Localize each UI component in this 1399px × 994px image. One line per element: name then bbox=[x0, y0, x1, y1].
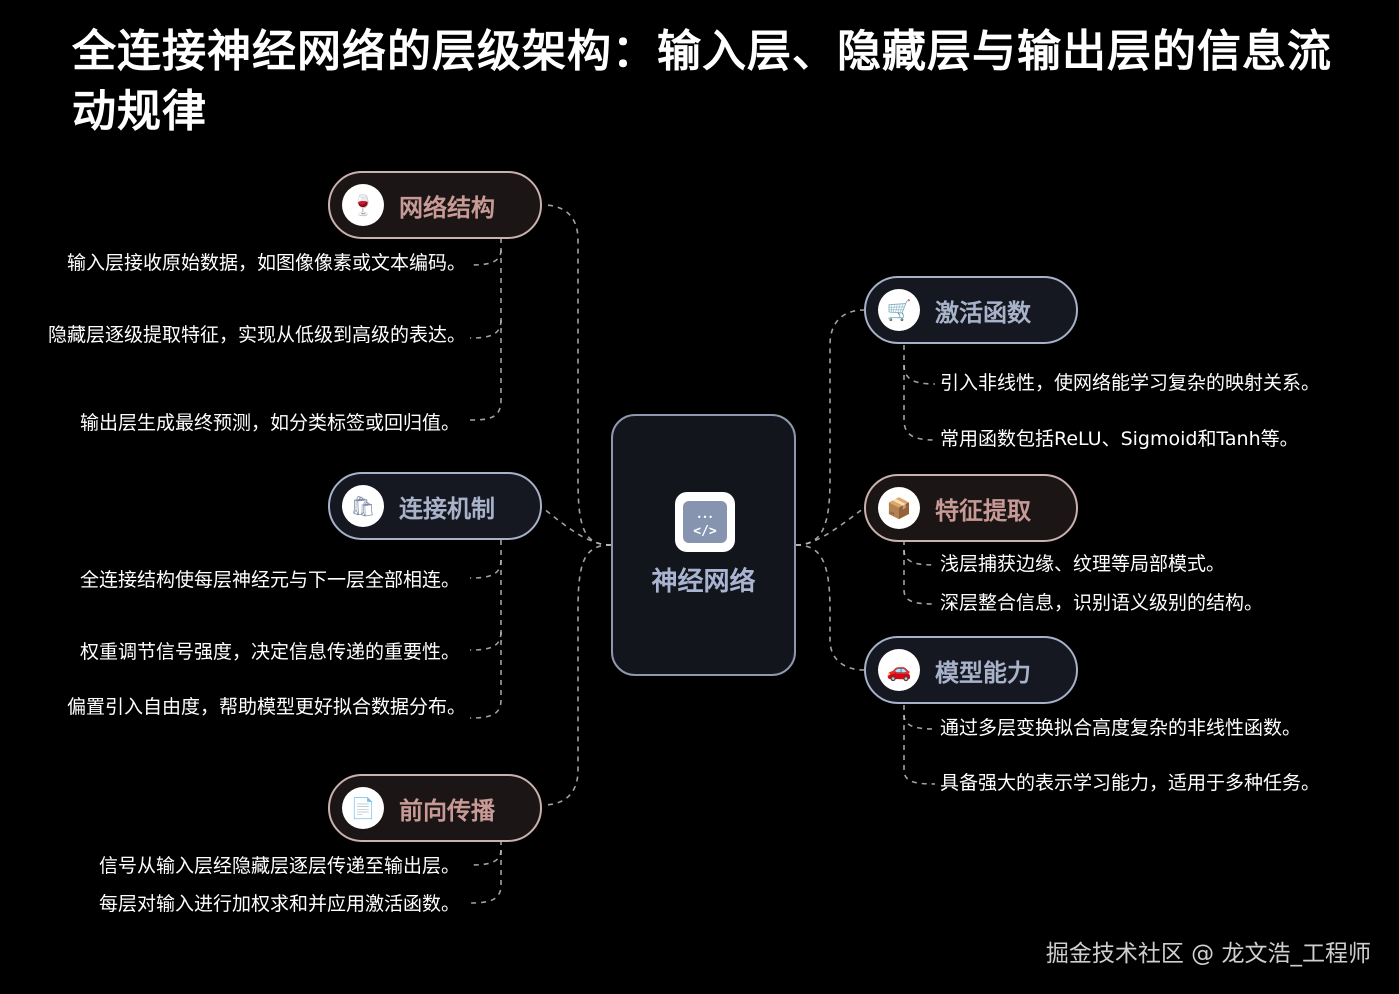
leaf-text: 偏置引入自由度，帮助模型更好拟合数据分布。 bbox=[66, 696, 466, 718]
leaf-text: 具备强大的表示学习能力，适用于多种任务。 bbox=[940, 772, 1321, 794]
branch-forward-propagation: 📄 前向传播 bbox=[328, 774, 542, 842]
connector-center-feat bbox=[795, 507, 865, 546]
hand-package-icon: 📦 bbox=[878, 487, 920, 529]
wine-bottle-icon: 🍷 bbox=[342, 184, 384, 226]
connector-act-leaf bbox=[903, 365, 936, 441]
branch-label: 网络结构 bbox=[399, 193, 495, 222]
leaf-text: 常用函数包括ReLU、Sigmoid和Tanh等。 bbox=[940, 428, 1299, 450]
connector-model-leaf bbox=[903, 705, 936, 730]
code-window-icon: •••</> bbox=[675, 492, 735, 552]
connector-center-model bbox=[795, 544, 865, 671]
center-node: •••</> 神经网络 bbox=[611, 414, 796, 676]
connector-struct-leaf bbox=[469, 238, 502, 421]
branch-network-structure: 🍷 网络结构 bbox=[328, 171, 542, 239]
connector-conn-leaf bbox=[469, 540, 502, 719]
connector-struct-leaf bbox=[469, 249, 502, 266]
branch-model-capability: 🚗 模型能力 bbox=[864, 636, 1078, 704]
leaf-text: 输入层接收原始数据，如图像像素或文本编码。 bbox=[66, 252, 466, 274]
leaf-text: 浅层捕获边缘、纹理等局部模式。 bbox=[940, 553, 1226, 575]
page-title: 全连接神经网络的层级架构：输入层、隐藏层与输出层的信息流动规律 bbox=[72, 26, 1332, 137]
watermark: 掘金技术社区 @ 龙文浩_工程师 bbox=[1045, 941, 1371, 967]
connector-center-struct bbox=[542, 204, 612, 546]
branch-activation-function: 🛒 激活函数 bbox=[864, 276, 1078, 344]
leaf-text: 全连接结构使每层神经元与下一层全部相连。 bbox=[79, 569, 460, 591]
connector-feat-leaf bbox=[903, 540, 936, 566]
leaf-text: 隐藏层逐级提取特征，实现从低级到高级的表达。 bbox=[47, 324, 466, 346]
cart-icon: 🛒 bbox=[878, 289, 920, 331]
document-clock-icon: 📄 bbox=[342, 787, 384, 829]
connector-feat-leaf bbox=[903, 550, 936, 605]
connector-struct-leaf bbox=[469, 319, 502, 339]
leaf-text: 输出层生成最终预测，如分类标签或回归值。 bbox=[79, 412, 460, 434]
leaf-text: 深层整合信息，识别语义级别的结构。 bbox=[940, 592, 1264, 614]
connector-model-leaf bbox=[903, 715, 936, 785]
branch-label: 特征提取 bbox=[935, 496, 1031, 525]
car-wash-icon: 🚗 bbox=[878, 649, 920, 691]
connector-center-act bbox=[795, 309, 865, 546]
branch-label: 模型能力 bbox=[935, 658, 1031, 687]
connector-center-fwd bbox=[542, 544, 612, 806]
branch-label: 连接机制 bbox=[399, 494, 495, 523]
connector-fwd-leaf bbox=[469, 840, 502, 904]
branch-connection-mechanism: 🛍 连接机制 bbox=[328, 472, 542, 540]
connector-center-conn bbox=[542, 507, 612, 546]
leaf-text: 通过多层变换拟合高度复杂的非线性函数。 bbox=[940, 717, 1302, 739]
branch-feature-extraction: 📦 特征提取 bbox=[864, 474, 1078, 542]
branch-label: 激活函数 bbox=[935, 298, 1031, 327]
leaf-text: 每层对输入进行加权求和并应用激活函数。 bbox=[98, 893, 460, 915]
leaf-text: 权重调节信号强度，决定信息传递的重要性。 bbox=[79, 641, 460, 663]
shopping-bag-icon: 🛍 bbox=[342, 485, 384, 527]
center-label: 神经网络 bbox=[651, 567, 756, 597]
branch-label: 前向传播 bbox=[399, 796, 495, 825]
connector-conn-leaf bbox=[469, 559, 502, 579]
leaf-text: 信号从输入层经隐藏层逐层传递至输出层。 bbox=[98, 855, 460, 877]
connector-fwd-leaf bbox=[469, 849, 502, 866]
connector-act-leaf bbox=[903, 345, 936, 385]
connector-conn-leaf bbox=[469, 631, 502, 651]
leaf-text: 引入非线性，使网络能学习复杂的映射关系。 bbox=[940, 372, 1321, 394]
